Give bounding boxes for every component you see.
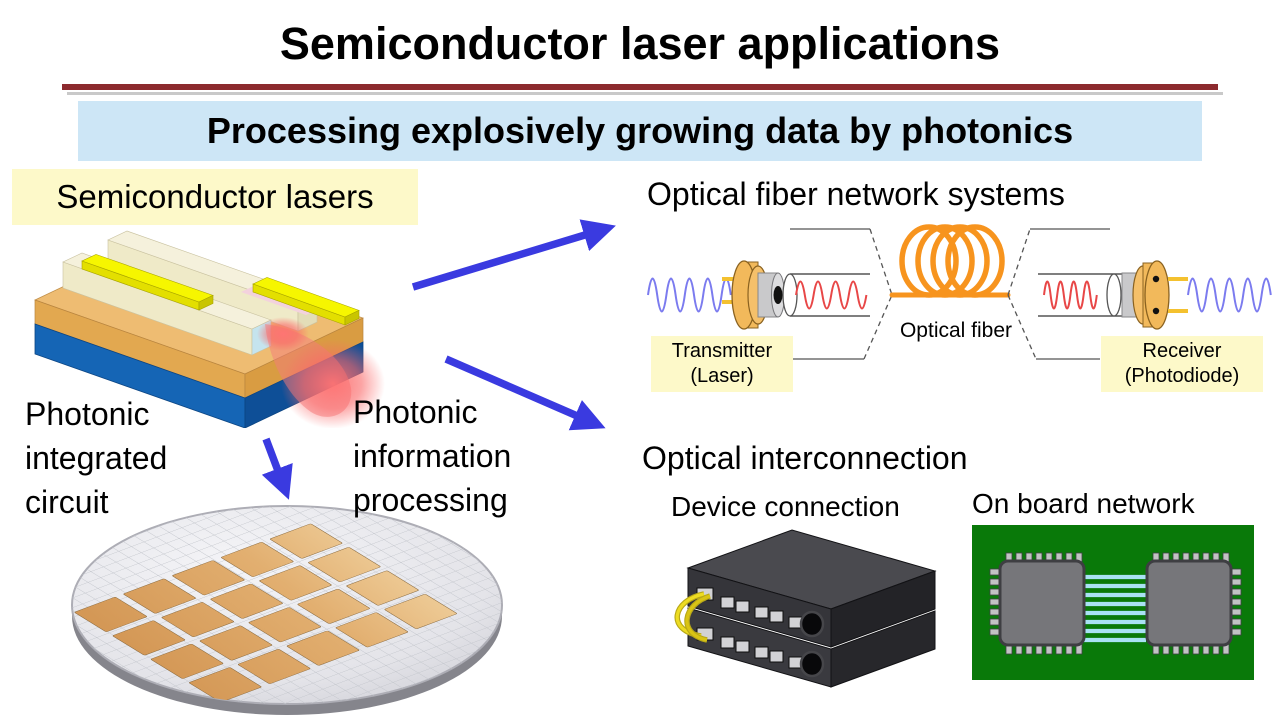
laser-beam-cone [265,324,352,417]
chip-right [1145,559,1233,647]
optical-fiber-label: Optical fiber [899,319,1013,342]
fiber-network-heading: Optical fiber network systems [647,176,1065,212]
electrical-signal-wave-right [1187,277,1272,313]
upper-port-hole [799,610,825,638]
receiver-label-line1: Receiver [1142,340,1222,362]
fiber-coil-icon [899,224,1005,298]
lower-port-hole [799,650,825,678]
electrical-signal-wave-left [647,277,732,313]
device-connection-label: Device connection [671,491,900,522]
optical-interconnection-heading: Optical interconnection [642,440,968,476]
wafer-dies [74,523,457,703]
title-divider-shadow [67,92,1223,95]
transmitter-label: Transmitter (Laser) [651,336,793,392]
optical-signal-wave-left [795,280,868,310]
receiver-label: Receiver (Photodiode) [1101,336,1263,392]
on-board-network-label: On board network [972,488,1195,519]
transmitter-label-line1: Transmitter [671,340,773,362]
optical-signal-wave-right [1043,280,1098,310]
server-stack-illustration [674,529,937,688]
chip-pins [989,552,1242,655]
semiconductor-lasers-label: Semiconductor lasers [12,169,418,225]
arrow-to-wafer [261,437,293,500]
laser-can-icon [731,260,785,330]
photonic-information-processing-label: Photonic information processing [353,394,512,518]
receiver-label-line2: (Photodiode) [1124,365,1240,387]
upper-ports [696,587,818,633]
subtitle-banner: Processing explosively growing data by p… [78,101,1202,161]
pcb-illustration [972,525,1254,680]
optical-traces [1082,574,1146,643]
chip-left [998,559,1086,647]
wafer-illustration [71,505,503,715]
lower-ports [696,627,818,673]
photonic-integrated-circuit-label: Photonic integrated circuit [25,396,168,520]
fiber-jumper-cables [674,591,711,643]
page-title: Semiconductor laser applications [279,18,1001,69]
arrow-to-fiber-network [411,219,616,291]
photodiode-can-icon [1121,260,1170,330]
transmitter-label-line2: (Laser) [690,365,754,387]
title-divider-line [62,84,1218,90]
